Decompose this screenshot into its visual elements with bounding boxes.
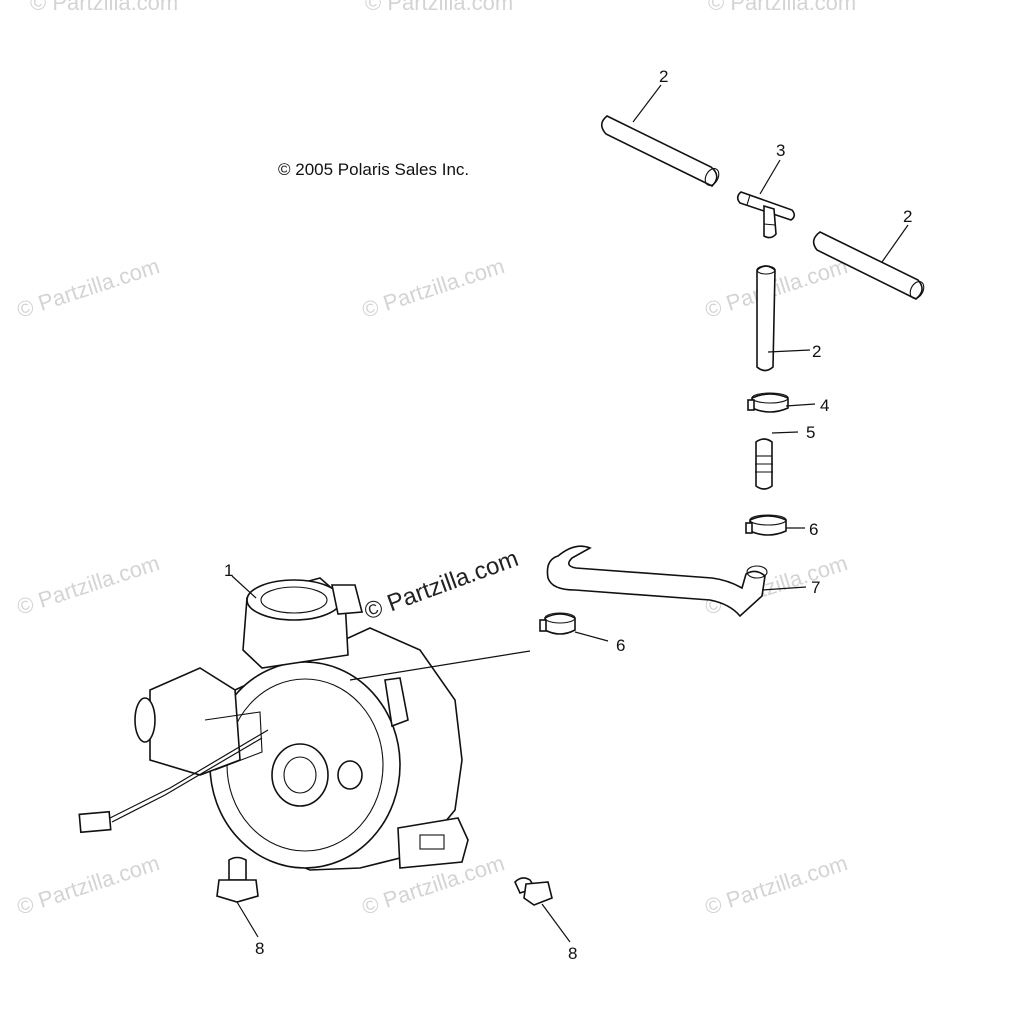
hose-upper-left: [600, 115, 720, 187]
callout-7: 7: [811, 578, 820, 597]
bolt-right: [514, 877, 553, 906]
watermark-text: © Partzilla.com: [702, 850, 851, 920]
hose-clamp-lower: [539, 612, 576, 635]
callout-2: 2: [659, 67, 668, 86]
main-watermark: © Partzilla.com: [361, 545, 522, 626]
callout-4: 4: [820, 396, 829, 415]
tee-fitting: [736, 191, 796, 239]
callout-labels: 1 2 2 2 3 4 5 6 6 7 8 8: [224, 67, 912, 963]
watermark-text: © Partzilla.com: [14, 253, 163, 323]
formed-hose: [546, 545, 768, 618]
callout-6: 6: [616, 636, 625, 655]
callout-2: 2: [812, 342, 821, 361]
watermark-text: © Partzilla.com: [365, 0, 513, 15]
hose-clamp-upper: [747, 392, 789, 413]
callout-8: 8: [568, 944, 577, 963]
hose-right: [812, 231, 925, 300]
watermark-text: © Partzilla.com: [702, 253, 851, 323]
copyright-text: © 2005 Polaris Sales Inc.: [278, 160, 469, 179]
callout-8: 8: [255, 939, 264, 958]
callout-1: 1: [224, 561, 233, 580]
watermark-text: © Partzilla.com: [14, 550, 163, 620]
hose-connector: [755, 438, 773, 490]
watermark-text: © Partzilla.com: [708, 0, 856, 15]
callout-6: 6: [809, 520, 818, 539]
leader-lines: [231, 84, 909, 943]
gearcase-assembly: [78, 577, 531, 871]
callout-3: 3: [776, 141, 785, 160]
watermark-text: © Partzilla.com: [359, 253, 508, 323]
hose-vertical: [756, 265, 776, 372]
watermark-text: © Partzilla.com: [14, 850, 163, 920]
callout-2: 2: [903, 207, 912, 226]
callout-5: 5: [806, 423, 815, 442]
bolt-left: [216, 856, 259, 903]
hose-clamp-middle: [745, 514, 787, 536]
watermark-text: © Partzilla.com: [30, 0, 178, 15]
